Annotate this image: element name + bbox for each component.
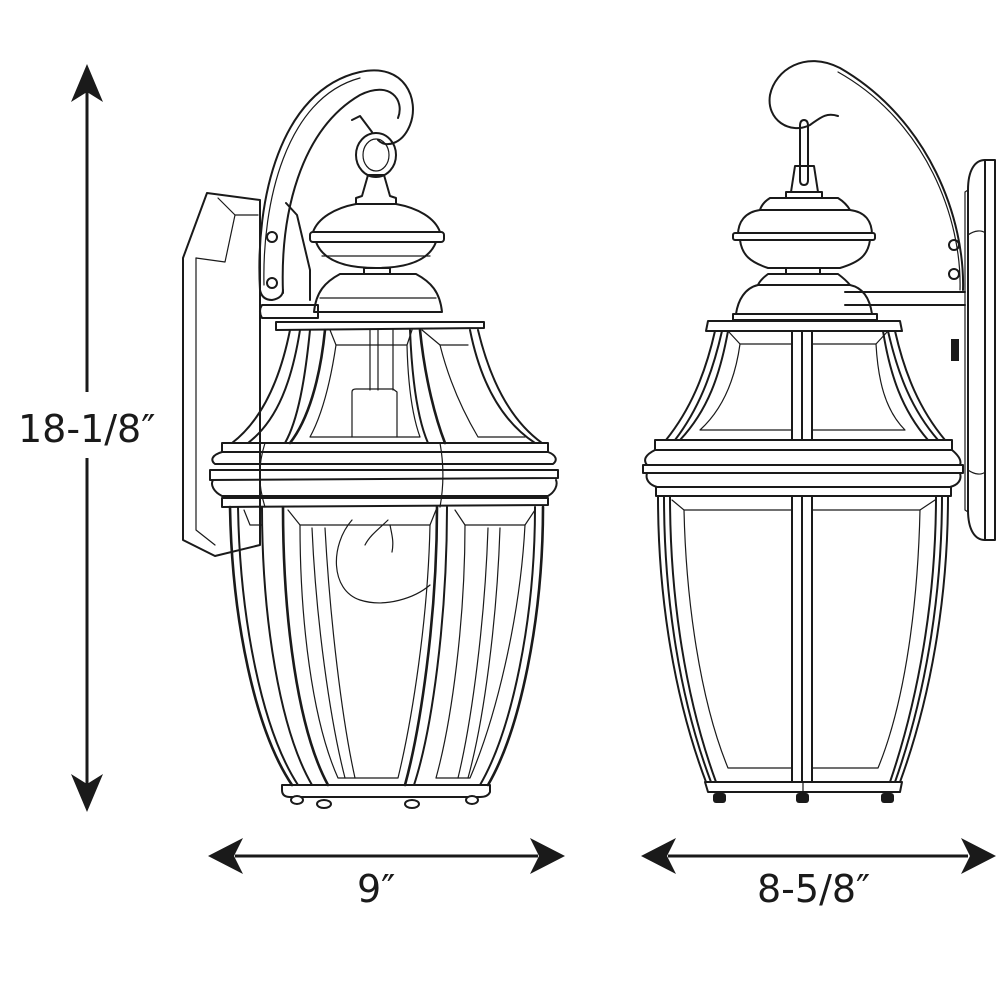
side-bottom-rim: [704, 781, 903, 803]
lower-panels: [228, 505, 545, 787]
side-hook-arm: [768, 60, 966, 306]
scroll-arm: [258, 69, 414, 301]
side-upper-panels: [665, 330, 946, 441]
side-width-dimension-arrow: [641, 838, 996, 874]
hanging-ring: [351, 115, 397, 178]
side-lower-panels: [657, 495, 949, 783]
wall-backplate: [182, 192, 311, 557]
lantern-cap: [259, 174, 445, 319]
side-depth-dimension-label: 8-5/8″: [757, 867, 871, 911]
side-view-lantern: [642, 60, 996, 803]
front-view-lantern: [182, 69, 559, 809]
height-dimension-arrow: [71, 64, 103, 812]
middle-band: [209, 442, 559, 508]
side-top-rim: [705, 320, 903, 332]
bottom-rim: [281, 784, 491, 809]
side-lantern-cap: [732, 119, 878, 321]
front-width-dimension-label: 9″: [357, 867, 396, 911]
top-rim: [275, 321, 485, 331]
front-width-dimension-arrow: [208, 838, 565, 874]
upper-panels: [231, 328, 543, 445]
bulb: [335, 519, 431, 604]
side-wall-plate: [948, 159, 996, 541]
height-dimension-label: 18-1/8″: [18, 407, 156, 451]
side-middle-band: [642, 439, 964, 497]
